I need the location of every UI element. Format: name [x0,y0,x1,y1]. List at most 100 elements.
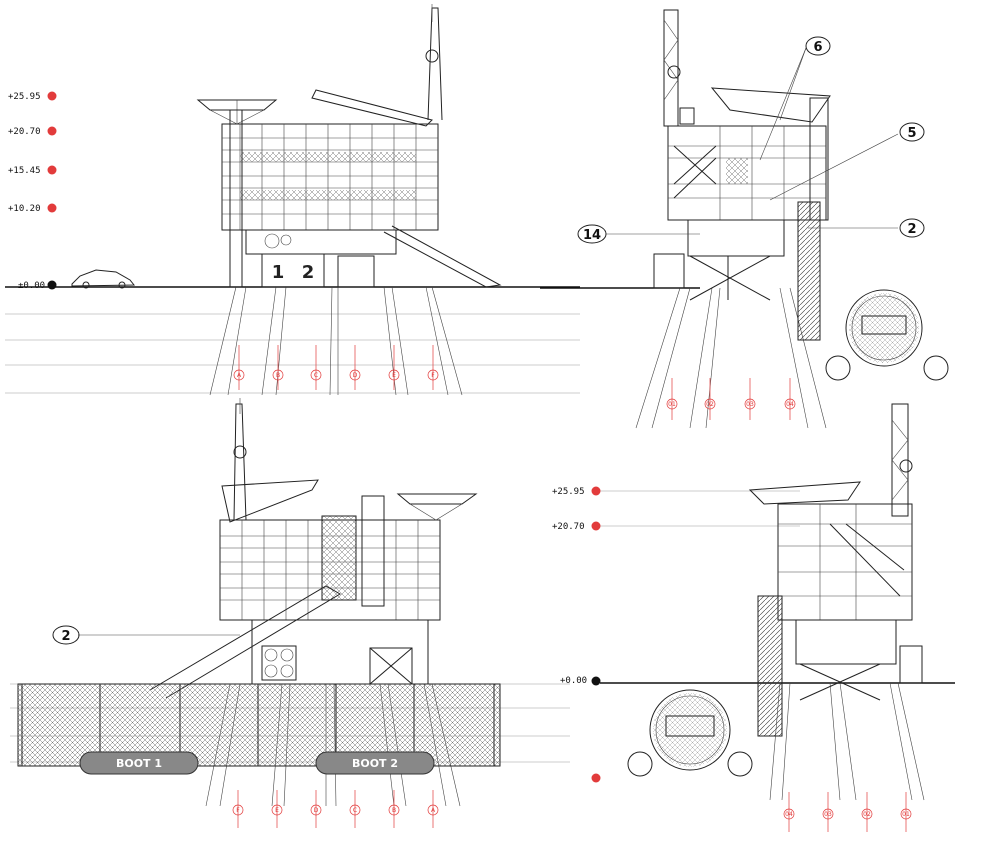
callout-bubble [805,36,831,56]
leader-line [759,47,807,161]
door-label-2: 2 [302,262,315,283]
level-markers-left: +25.95 +20.70 +15.45 +10.20 ±0.00 [8,91,57,291]
float-icon [727,751,753,777]
underdeck-machinery [687,219,785,257]
underdeck-machinery [795,619,897,665]
building-floors [222,124,438,230]
crane-boom [748,481,861,505]
boat-hull [79,751,199,775]
stair-ramp [149,585,341,699]
car-wheel-icon [118,281,126,289]
support-legs [635,287,827,429]
grid-label: 02 [706,401,714,408]
grid-label: 02 [863,811,871,818]
internal-stairs [673,145,717,199]
boat-hull [315,751,435,775]
mast-bracing [663,19,679,101]
level-label: +20.70 [552,522,585,532]
grid-label: 01 [668,401,676,408]
boat-label-2: BOOT 2 [352,757,398,770]
stair-ramp [383,225,502,288]
window-band [240,152,416,162]
annex [899,645,923,684]
level-label: +25.95 [8,92,41,102]
callout-bubble [52,625,80,645]
core-panel [726,158,748,184]
fan-icon [280,648,294,662]
mast [663,9,679,127]
roller-door [337,255,375,288]
fan-icon [280,664,294,678]
grid-label: 04 [785,811,793,818]
annex [653,253,685,289]
level-label: +20.70 [8,127,41,137]
stair-tower [229,109,243,288]
grid-label: 04 [786,401,794,408]
grid-label: B [276,372,280,379]
crane-sheave [425,49,439,63]
bracing-panel [369,647,413,685]
grid-label: D [314,807,319,814]
crane-mast [427,7,443,121]
grid-axes-bottom-left: F E D C B A [232,790,439,828]
tube-shell [845,289,923,367]
underdeck [251,619,429,685]
core-shaft [321,515,357,601]
callout-bubble [899,122,925,142]
level-marker-icon [591,676,601,686]
garage-doors [261,253,325,288]
level-label: +0.00 [560,676,587,686]
grid-label: C [353,807,357,814]
level-label: +25.95 [552,487,585,497]
grid-label: E [275,807,279,814]
level-label: +10.20 [8,204,41,214]
crane-boom [710,87,831,123]
level-marker-icon [591,486,601,496]
grid-label: D [353,372,358,379]
grid-label: F [431,372,435,379]
ventilation-unit [261,645,297,681]
crane-boom [221,479,319,523]
float-icon [923,355,949,381]
level-label: +15.45 [8,166,41,176]
mast-bracing [891,419,909,501]
door-panel [264,256,292,285]
equipment-disk [264,233,280,249]
leader-line [769,133,899,201]
equipment-disk [280,234,292,246]
helideck [396,493,478,505]
fan-icon [264,648,278,662]
section-top-right: 6 5 2 14 01 02 03 04 [540,9,949,429]
grid-label: 01 [902,811,910,818]
crane-boom [311,89,433,127]
crane-mast [233,403,247,521]
door-label-1: 1 [272,262,285,283]
door-panel [294,256,322,285]
cross-bracing [799,663,881,701]
callout-label: 2 [61,629,70,644]
grid-label: C [314,372,318,379]
support-legs [209,286,463,396]
window-band [240,190,416,200]
elevation-bottom-left: BOOT 1 BOOT 2 2 F E D C B A [10,398,570,828]
level-label: ±0.00 [18,281,45,291]
grid-label: F [236,807,240,814]
level-marker-icon [47,91,57,101]
tube-vessel [861,315,907,335]
section-floors [778,504,912,620]
callout-label: 2 [907,222,916,237]
callout-label: 6 [813,40,822,55]
cabin [679,107,695,125]
section-bottom-right: +25.95 +20.70 +0.00 04 03 02 01 [552,403,955,832]
helideck-struts [209,100,265,125]
grid-label: B [392,807,396,814]
leader-line [779,47,807,121]
callout-label: 5 [907,126,916,141]
helideck-struts [409,503,463,521]
grid-label: 03 [746,401,754,408]
stair-shaft [797,201,821,341]
level-marker-icon [591,521,601,531]
grid-label: E [392,372,396,379]
level-markers-right: +25.95 +20.70 +0.00 [552,486,601,783]
grid-label: A [237,372,242,379]
